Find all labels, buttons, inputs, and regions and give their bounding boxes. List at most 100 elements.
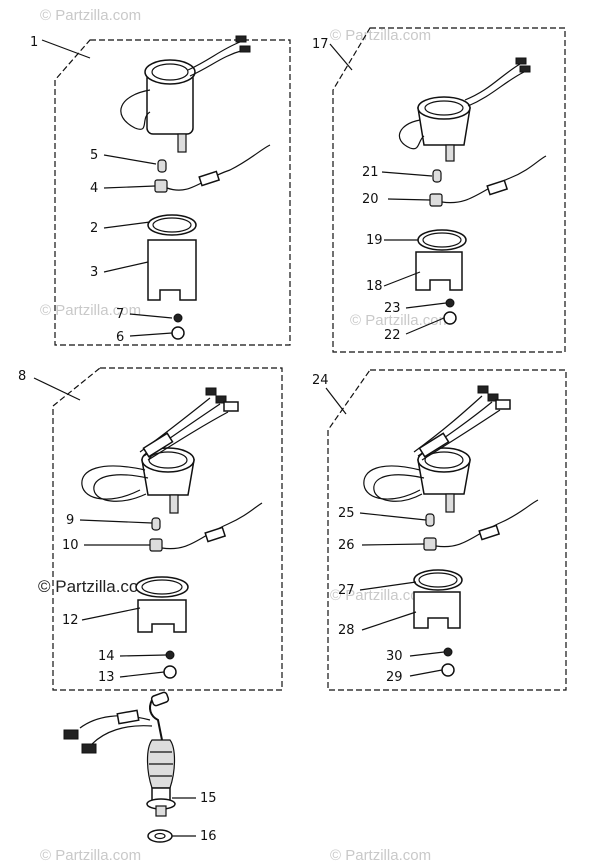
callout-20: 20 (362, 192, 379, 207)
connector (519, 65, 531, 73)
callout-30: 30 (386, 649, 403, 664)
harness-wire (147, 411, 229, 461)
socket (149, 538, 163, 552)
bulb-wire (93, 474, 149, 502)
bulb-wire (81, 465, 146, 500)
callout-9: 9 (66, 513, 74, 528)
panel-24-border (327, 369, 567, 691)
connector (81, 743, 97, 754)
harness-sleeve (142, 432, 174, 458)
inline-sleeve (486, 179, 509, 196)
washer-23 (445, 298, 455, 308)
bulb-wire (120, 89, 151, 130)
callout-15: 15 (200, 791, 217, 806)
socket (154, 179, 168, 193)
bracket (147, 239, 197, 301)
gauge-dial (424, 100, 464, 116)
gauge-24 (363, 385, 511, 513)
gauge-8 (81, 387, 239, 514)
callout-18: 18 (366, 279, 383, 294)
harness-wire (467, 71, 525, 107)
callout-14: 14 (98, 649, 115, 664)
nut-29 (441, 663, 455, 677)
callout-21: 21 (362, 165, 379, 180)
socket-wire (435, 499, 539, 548)
nut-22 (443, 311, 457, 325)
gauge-face (417, 96, 471, 120)
connector (495, 399, 511, 410)
panel-17-border (332, 27, 566, 353)
gauge-17 (398, 57, 531, 162)
panel-1-border (54, 39, 291, 346)
connector (235, 35, 247, 43)
sensor-wire (91, 725, 153, 745)
connector (477, 385, 489, 394)
watermark-large: © Partzilla.com (38, 577, 153, 596)
panel-17: 17 21 20 19 18 23 22 (312, 27, 566, 353)
harness-wire (187, 41, 241, 71)
callout-17: 17 (312, 37, 329, 52)
gauge-dial (424, 451, 464, 469)
callout-2: 2 (90, 221, 98, 236)
callout-25: 25 (338, 506, 355, 521)
bulb (432, 169, 442, 183)
gauge-1 (120, 35, 251, 153)
inline-sleeve (198, 170, 221, 187)
panel-8-border (52, 367, 283, 691)
sender-4 (154, 144, 271, 193)
bracket-12 (135, 576, 189, 679)
panel-1: 1 5 4 2 3 7 6 (30, 35, 291, 346)
inline-sleeve (116, 709, 140, 725)
callout-5: 5 (90, 148, 98, 163)
callout-4: 4 (90, 181, 98, 196)
watermark: © Partzilla.com (40, 847, 141, 864)
watermark: © Partzilla.com (40, 302, 141, 319)
bracket (137, 599, 187, 633)
callout-13: 13 (98, 670, 115, 685)
callout-12: 12 (62, 613, 79, 628)
bulb (151, 517, 161, 531)
washer-30 (443, 647, 453, 657)
callout-26: 26 (338, 538, 355, 553)
callout-7: 7 (116, 307, 124, 322)
sensor-cap (150, 691, 170, 707)
gauge-stud (177, 133, 187, 153)
bulb-wire (363, 465, 421, 500)
callout-3: 3 (90, 265, 98, 280)
inline-sleeve (478, 524, 501, 541)
harness-wire (464, 63, 521, 101)
socket (423, 537, 437, 551)
leader-1 (41, 39, 91, 59)
bulb (157, 159, 167, 173)
gauge-dial (151, 63, 189, 81)
bracket (415, 251, 463, 291)
connector (487, 393, 499, 402)
callout-23: 23 (384, 301, 401, 316)
connector (63, 729, 79, 740)
ring-inner (418, 572, 458, 588)
gauge-stud (445, 144, 455, 162)
callout-29: 29 (386, 670, 403, 685)
harness-wire (189, 49, 245, 77)
nut-13 (163, 665, 177, 679)
callout-16: 16 (200, 829, 217, 844)
bracket (413, 591, 461, 629)
callout-1: 1 (30, 35, 38, 50)
ring-inner (141, 579, 183, 595)
leader-8 (33, 377, 81, 401)
sender-20 (429, 155, 547, 207)
bulb-wire (373, 474, 425, 502)
bulb (425, 513, 435, 527)
bracket-28 (413, 569, 463, 677)
sensor-thread (155, 805, 167, 817)
washer-7 (173, 313, 183, 323)
callout-8: 8 (18, 369, 26, 384)
sender-10 (149, 502, 263, 552)
gauge-stud (169, 494, 179, 514)
connector (215, 395, 227, 404)
watermark-layer: © Partzilla.com © Partzilla.com © Partzi… (38, 7, 451, 864)
harness-sleeve (418, 432, 450, 458)
socket-wire (161, 502, 263, 550)
connector (239, 45, 251, 53)
